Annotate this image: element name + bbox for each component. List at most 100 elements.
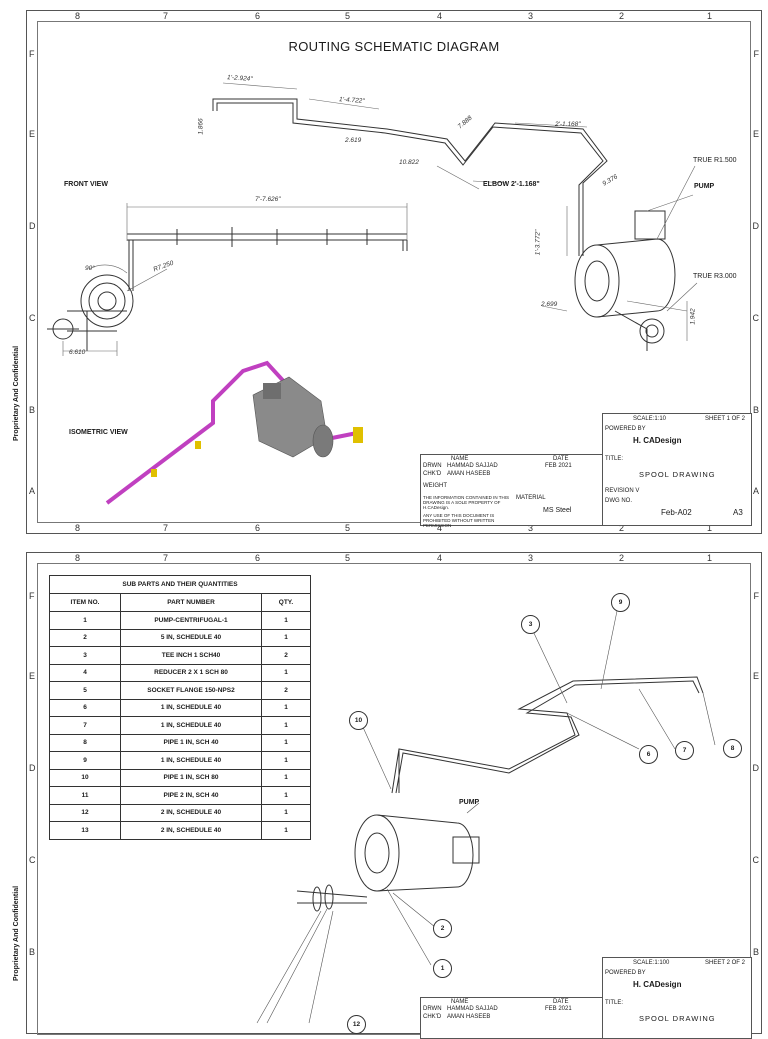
name-header-2: NAME <box>451 999 469 1005</box>
confidential-note: Proprietary And Confidential <box>13 345 20 441</box>
page-title: ROUTING SCHEMATIC DIAGRAM <box>288 39 500 54</box>
date-header-2: DATE <box>553 999 569 1005</box>
zone2-right-f: F <box>753 591 760 601</box>
zone-bottom-7: 7 <box>163 523 169 533</box>
parts-table: SUB PARTS AND THEIR QUANTITIES ITEM NO. … <box>49 575 311 840</box>
zone2-right-e: E <box>752 671 759 681</box>
drawing-sheet-2: 8 7 6 5 4 3 2 1 F E D C B F E D C B Prop… <box>13 552 762 1039</box>
zone-top-8: 8 <box>75 11 81 21</box>
chkd-label: CHK'D <box>423 471 442 477</box>
dim-14: 2.699 <box>541 301 558 308</box>
dim-13: 1'-3.772" <box>534 229 542 256</box>
balloon-10: 10 <box>349 711 368 730</box>
zone-left-e: E <box>29 129 36 139</box>
zone2-right-d: D <box>752 763 760 773</box>
revision-block: NAME DATE DRWN HAMMAD SAJJAD FEB 2021 CH… <box>420 454 604 528</box>
title-label: TITLE: <box>605 456 624 462</box>
zone-top-3: 3 <box>528 11 534 21</box>
zone2-left-b: B <box>29 947 36 957</box>
dim-12: 6.610 <box>69 349 86 356</box>
elbow-label: ELBOW 2'-1.168" <box>483 181 540 188</box>
sheet-text: SHEET 1 OF 2 <box>705 416 745 422</box>
zone-top-7: 7 <box>163 11 169 21</box>
company-name: H. CADesign <box>633 436 682 445</box>
drwn-date-2: FEB 2021 <box>545 1006 572 1012</box>
zone-left-a: A <box>29 486 36 496</box>
zone-bottom-6: 6 <box>255 523 261 533</box>
balloon-3: 3 <box>521 615 540 634</box>
col-item-no: ITEM NO. <box>49 593 121 612</box>
cell-item: 13 <box>49 821 121 840</box>
material-value: MS Steel <box>543 507 572 514</box>
title-label-2: TITLE: <box>605 1000 624 1006</box>
balloon-7: 7 <box>675 741 694 760</box>
cell-qty: 1 <box>261 698 311 717</box>
zone-right-b: B <box>752 405 759 415</box>
cell-part: 2 IN, SCHEDULE 40 <box>120 821 262 840</box>
company-name-2: H. CADesign <box>633 980 682 989</box>
front-view-label: FRONT VIEW <box>64 181 108 188</box>
notice-2: ANY USE OF THIS DOCUMENT IS PROHIBITED W… <box>423 513 495 528</box>
confidential-note-2: Proprietary And Confidential <box>13 885 20 981</box>
zone2-top-8: 8 <box>75 553 81 563</box>
zone2-top-1: 1 <box>707 553 713 563</box>
balloon-9: 9 <box>611 593 630 612</box>
cell-qty: 1 <box>261 821 311 840</box>
drawing-title: SPOOL DRAWING <box>639 470 716 479</box>
zone-top-4: 4 <box>437 11 443 21</box>
material-label: MATERIAL <box>516 495 546 501</box>
zone-right-e: E <box>752 129 759 139</box>
zone2-top-3: 3 <box>528 553 534 563</box>
pump-label-2: PUMP <box>459 799 480 806</box>
date-header: DATE <box>553 456 569 462</box>
drwn-name-2: HAMMAD SAJJAD <box>447 1006 498 1012</box>
name-header: NAME <box>451 456 469 462</box>
col-qty: QTY. <box>261 593 311 612</box>
revision-text: REVISION V <box>605 488 640 494</box>
notice-1: THE INFORMATION CONTAINED IN THIS DRAWIN… <box>423 495 510 510</box>
drwn-name: HAMMAD SAJJAD <box>447 463 498 469</box>
dim-3: 1.866 <box>197 118 205 135</box>
drawing-sheet-1: 8 7 6 5 4 3 2 1 8 7 6 5 4 3 2 1 F E D C … <box>13 10 762 534</box>
title-block: SCALE:1:10 SHEET 1 OF 2 POWERED BY H. CA… <box>602 413 752 526</box>
dim-7: 2'-1.168" <box>555 121 581 128</box>
dwg-no-label: DWG NO. <box>605 498 632 504</box>
scale-text-2: SCALE:1:100 <box>633 960 670 966</box>
zone-right-c: C <box>752 313 760 323</box>
chkd-label-2: CHK'D <box>423 1014 442 1020</box>
balloon-12: 12 <box>347 1015 366 1034</box>
zone2-top-6: 6 <box>255 553 261 563</box>
drwn-label: DRWN <box>423 463 442 469</box>
zone2-left-f: F <box>29 591 35 601</box>
exploded-view-drawing <box>256 610 716 1024</box>
zone-top-2: 2 <box>619 11 625 21</box>
zone2-left-d: D <box>29 763 36 773</box>
zone-right-d: D <box>752 221 760 231</box>
zone-bottom-8: 8 <box>75 523 81 533</box>
zone2-top-4: 4 <box>437 553 443 563</box>
zone-left-b: B <box>29 405 36 415</box>
zone2-top-5: 5 <box>345 553 351 563</box>
zone2-left-e: E <box>29 671 36 681</box>
zone-left-d: D <box>29 221 36 231</box>
front-view-drawing <box>47 82 698 505</box>
scale-text: SCALE:1:10 <box>633 416 667 422</box>
zone-top-6: 6 <box>255 11 261 21</box>
chkd-name: AMAN HASEEB <box>447 471 491 477</box>
zone2-top-2: 2 <box>619 553 625 563</box>
zone-top-5: 5 <box>345 11 351 21</box>
zone-bottom-4: 4 <box>437 523 443 533</box>
balloon-6: 6 <box>639 745 658 764</box>
zone2-left-c: C <box>29 855 36 865</box>
dwg-no-value: Feb-A02 <box>661 508 692 517</box>
dim-5: 10.822 <box>399 159 419 166</box>
zone-right-a: A <box>752 486 759 496</box>
revision-block-2: NAME DATE DRWN HAMMAD SAJJAD FEB 2021 CH… <box>420 997 604 1039</box>
true-r1-label: TRUE R1.500 <box>693 157 737 164</box>
